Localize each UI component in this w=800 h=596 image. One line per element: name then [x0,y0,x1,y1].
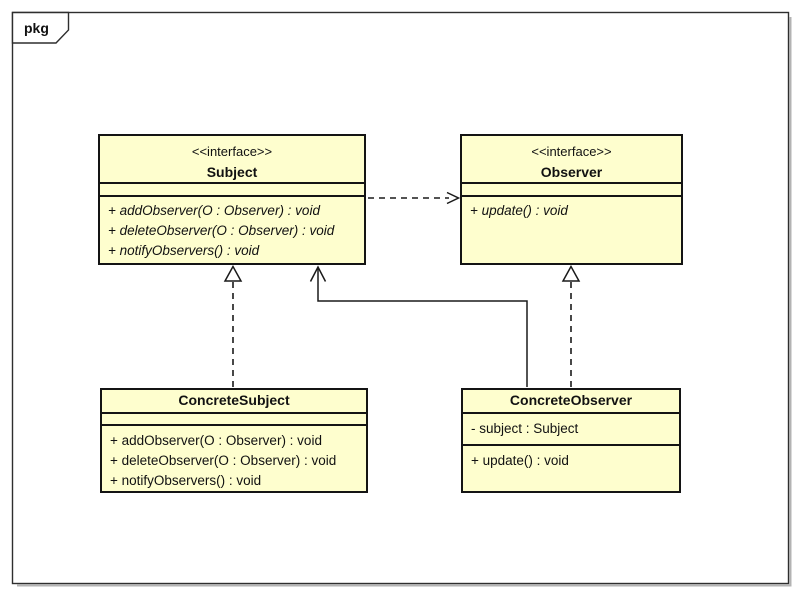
realization-arrow-concretesubject-subject[interactable] [223,264,243,388]
observer-operation: + update() : void [470,203,568,218]
observer-attributes-compartment [462,184,681,197]
observer-class-name: Observer [540,164,603,180]
concrete-subject-operation: + deleteObserver(O : Observer) : void [110,453,337,468]
concrete-observer-class-name: ConcreteObserver [509,392,633,408]
package-tab [11,11,70,44]
subject-header: <<interface>> Subject [100,136,364,184]
observer-stereotype: <<interface>> [531,144,612,159]
subject-operation: + addObserver(O : Observer) : void [108,203,320,218]
concrete-subject-attributes-compartment [102,414,366,426]
subject-stereotype: <<interface>> [191,144,273,159]
package-tab-label: pkg [24,20,49,36]
subject-class-name: Subject [206,164,258,180]
class-box-concrete-observer[interactable]: ConcreteObserver - subject : Subject + u… [461,388,681,493]
subject-operation: + notifyObservers() : void [108,243,260,258]
frame-shadow [17,17,792,587]
realization-arrow-concreteobserver-observer[interactable] [561,264,581,388]
concrete-observer-header: ConcreteObserver [463,390,679,414]
subject-attributes-compartment [100,184,364,197]
association-arrow-concreteobserver-subject[interactable] [309,265,528,387]
subject-operation: + deleteObserver(O : Observer) : void [108,223,335,238]
class-box-subject[interactable]: <<interface>> Subject + addObserver(O : … [98,134,366,265]
concrete-observer-attributes-compartment: - subject : Subject [463,414,679,446]
package-frame [11,11,790,585]
concrete-observer-operations-compartment: + update() : void [463,446,679,471]
concrete-subject-operations-compartment: + addObserver(O : Observer) : void + del… [102,426,366,491]
observer-operations-compartment: + update() : void [462,197,681,221]
concrete-subject-operation: + notifyObservers() : void [110,473,262,488]
concrete-observer-operation: + update() : void [471,453,569,468]
concrete-subject-header: ConcreteSubject [102,390,366,414]
observer-header: <<interface>> Observer [462,136,681,184]
class-box-observer[interactable]: <<interface>> Observer + update() : void [460,134,683,265]
concrete-observer-attribute: - subject : Subject [471,421,579,436]
dependency-arrow-subject-observer[interactable] [368,191,461,205]
class-box-concrete-subject[interactable]: ConcreteSubject + addObserver(O : Observ… [100,388,368,493]
concrete-subject-class-name: ConcreteSubject [178,392,290,408]
subject-operations-compartment: + addObserver(O : Observer) : void + del… [100,197,364,261]
concrete-subject-operation: + addObserver(O : Observer) : void [110,433,322,448]
